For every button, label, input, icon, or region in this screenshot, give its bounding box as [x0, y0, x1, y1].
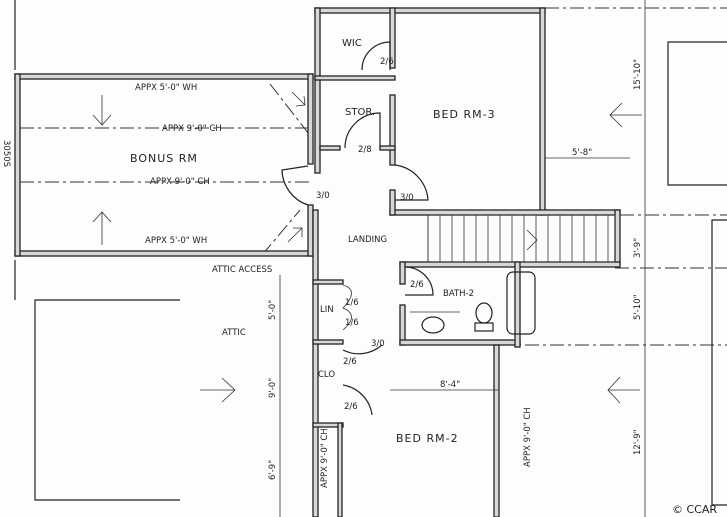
room-label-attic: ATTIC	[222, 328, 246, 338]
bathtub	[506, 271, 536, 335]
note-bonus-wh-top: APPX 5'-0" WH	[135, 83, 197, 93]
arrow-diagonal-icon	[287, 227, 303, 243]
note-bed2-ch-left: APPX 9'-0" CH	[320, 428, 330, 488]
room-label-bath2: BATH-2	[443, 289, 474, 299]
watermark: © CCAR	[672, 503, 717, 516]
stair-outline	[427, 214, 616, 263]
attic-access-label: ATTIC ACCESS	[212, 265, 272, 275]
note-bonus-ch-bottom: APPX 9'-0" CH	[150, 177, 210, 187]
staircase	[427, 214, 616, 263]
room-label-linen: LIN	[320, 305, 334, 315]
arrow-right-icon	[200, 377, 236, 403]
toilet	[475, 302, 493, 324]
attic-outlines	[14, 0, 727, 506]
dim-stair-width: 3'-9"	[633, 238, 643, 258]
door-size-bath2: 2/6	[410, 280, 424, 290]
note-bonus-ch-top: APPX 9'-0" CH	[162, 124, 222, 134]
arrow-diagonal-icon	[291, 91, 306, 107]
door-size-stor: 2/8	[358, 145, 372, 155]
dim-bed2-width: 8'-4"	[440, 380, 460, 390]
room-label-bed3: BED RM-3	[433, 108, 496, 121]
door-swings	[281, 41, 434, 416]
note-bed2-ch-right: APPX 9'-0" CH	[523, 407, 533, 467]
door-size-linen-top: 1/6	[345, 298, 359, 308]
door-size-bed2: 3/0	[371, 339, 385, 349]
door-size-closet-top: 2/6	[343, 357, 357, 367]
door-size-bed3: 3/0	[400, 193, 414, 203]
reference-lines	[20, 7, 727, 346]
door-size-linen-bottom: 1/6	[345, 318, 359, 328]
dim-left-a: 5'-0"	[268, 300, 278, 320]
door-size-wic: 2/6	[380, 57, 394, 67]
room-label-wic: WIC	[342, 38, 362, 49]
bath-fixtures	[410, 271, 536, 335]
arrow-left-icon	[609, 102, 642, 128]
arrow-down-icon	[92, 95, 112, 126]
arrow-up-icon	[92, 211, 112, 245]
room-label-bonus: BONUS RM	[130, 152, 198, 165]
dim-bed3-depth: 15'-10"	[633, 59, 643, 90]
stair-arrow-icon	[526, 229, 538, 251]
dim-bed2-depth: 12'-9"	[633, 429, 643, 455]
dim-bath-depth: 5'-10"	[633, 294, 643, 320]
note-bonus-wh-bottom: APPX 5'-0" WH	[145, 236, 207, 246]
door-size-bonus: 3/0	[316, 191, 330, 201]
window-label: 3050S	[1, 140, 11, 167]
arrow-left-icon	[607, 376, 640, 404]
room-label-bed2: BED RM-2	[396, 432, 459, 445]
room-label-landing: LANDING	[348, 235, 387, 245]
room-label-stor: STOR.	[345, 107, 375, 118]
door-size-closet-bottom: 2/6	[344, 402, 358, 412]
slope-arrows	[92, 91, 642, 404]
sink	[421, 316, 445, 334]
dim-left-c: 6'-9"	[268, 460, 278, 480]
dim-bed3-offset: 5'-8"	[572, 148, 592, 158]
room-label-closet: CLO	[318, 370, 335, 380]
dimension-lines	[279, 0, 646, 517]
labels: WIC STOR. BED RM-3 BONUS RM LANDING BATH…	[1, 38, 643, 488]
walls	[14, 7, 621, 517]
dim-left-b: 9'-0"	[268, 378, 278, 398]
